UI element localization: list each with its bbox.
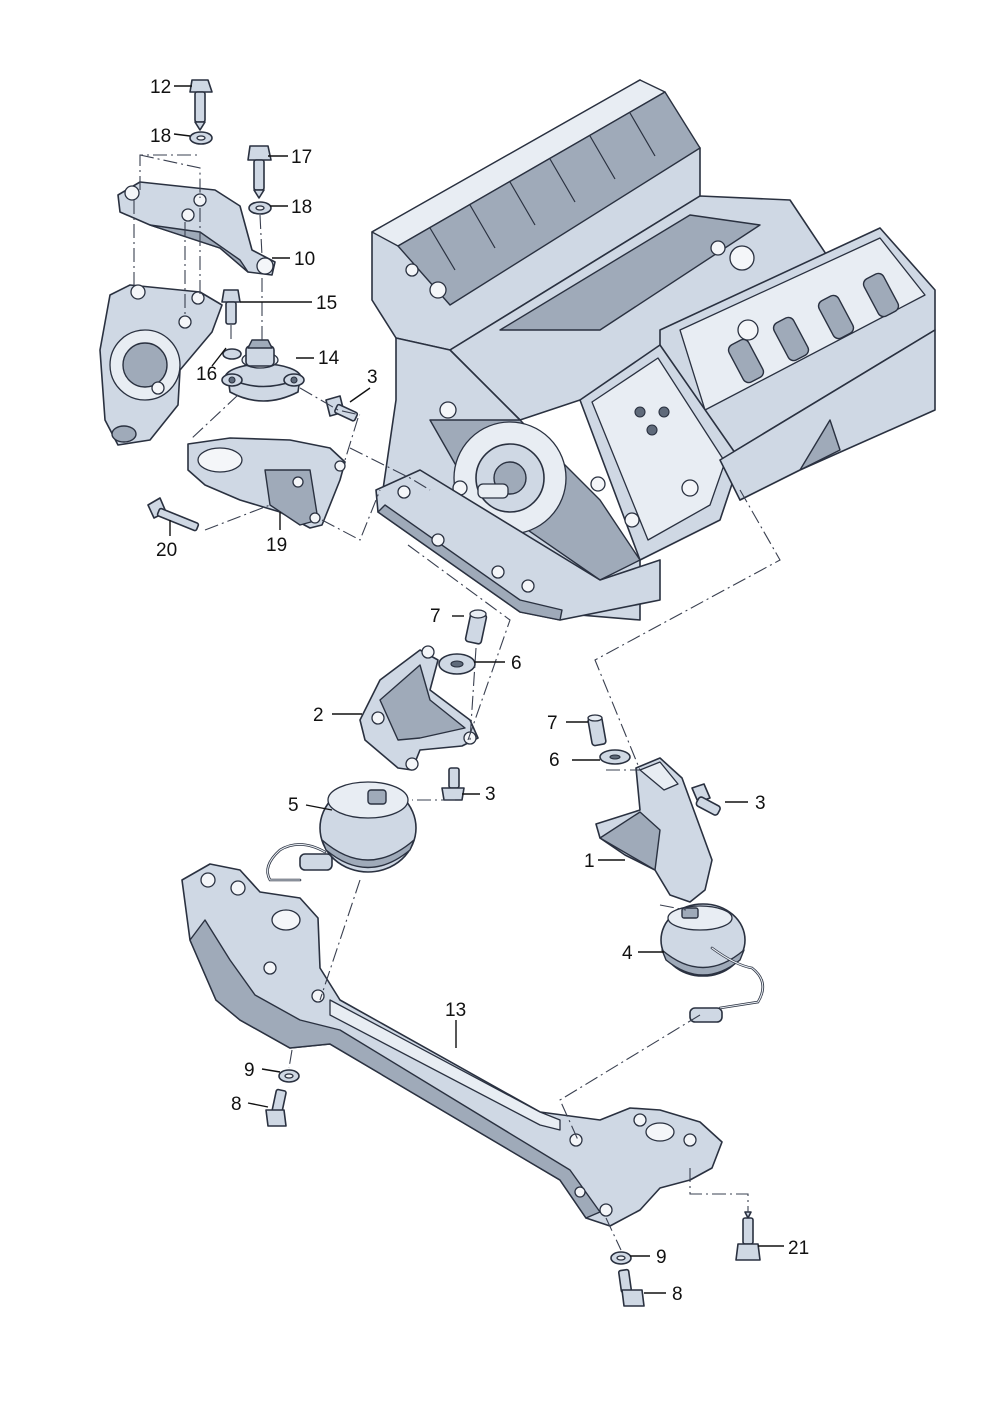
bolt-3-middle xyxy=(441,767,465,801)
bolt-12 xyxy=(189,79,213,131)
callout-3: 3 xyxy=(367,367,378,388)
engine-bracket-2 xyxy=(359,645,479,771)
callout-9: 9 xyxy=(244,1060,255,1081)
bolt-3-right xyxy=(691,783,721,816)
crossmember-13 xyxy=(181,863,723,1227)
callout-3: 3 xyxy=(485,784,496,805)
hydraulic-mount-4 xyxy=(660,903,765,1023)
assembly-lines xyxy=(133,154,781,1251)
bracket-19 xyxy=(187,437,346,529)
leader-lines xyxy=(169,85,784,1294)
callout-6: 6 xyxy=(549,750,560,771)
callout-14: 14 xyxy=(318,348,340,369)
callout-3: 3 xyxy=(755,793,766,814)
callout-4: 4 xyxy=(622,943,633,964)
callout-18: 18 xyxy=(150,126,171,147)
washer-16 xyxy=(222,348,242,360)
bolt-15 xyxy=(221,289,241,325)
callout-7: 7 xyxy=(547,713,558,734)
callout-7: 7 xyxy=(430,606,441,627)
hydraulic-mount-5 xyxy=(266,781,417,882)
stud-7-left xyxy=(464,609,488,645)
callout-2: 2 xyxy=(313,705,324,726)
bolt-17 xyxy=(247,145,272,199)
bolt-21 xyxy=(735,1211,761,1261)
stud-7-right xyxy=(587,714,607,747)
engine-block xyxy=(371,79,936,621)
callout-18: 18 xyxy=(291,197,312,218)
callout-labels: 12 18 17 18 10 15 14 16 3 20 19 7 6 2 3 … xyxy=(150,77,809,1305)
bolt-8-right xyxy=(617,1268,645,1307)
callout-20: 20 xyxy=(156,540,177,561)
callout-19: 19 xyxy=(266,535,287,556)
bolt-8-left xyxy=(265,1088,287,1127)
callout-13: 13 xyxy=(445,1000,466,1021)
callout-21: 21 xyxy=(788,1238,809,1259)
callout-16: 16 xyxy=(196,364,217,385)
engine-mount-14 xyxy=(221,339,305,402)
callout-9: 9 xyxy=(656,1247,667,1268)
transmission-housing xyxy=(99,284,223,446)
bracket-10 xyxy=(117,181,276,276)
callout-17: 17 xyxy=(291,147,312,168)
callout-10: 10 xyxy=(294,249,315,270)
callout-12: 12 xyxy=(150,77,171,98)
callout-15: 15 xyxy=(316,293,337,314)
engine-bracket-1 xyxy=(595,757,713,903)
bolt-20 xyxy=(147,497,200,532)
callout-5: 5 xyxy=(288,795,299,816)
callout-6: 6 xyxy=(511,653,522,674)
callout-8: 8 xyxy=(231,1094,242,1115)
callout-8: 8 xyxy=(672,1284,683,1305)
bolt-3-upper xyxy=(325,395,359,422)
callout-1: 1 xyxy=(584,851,595,872)
